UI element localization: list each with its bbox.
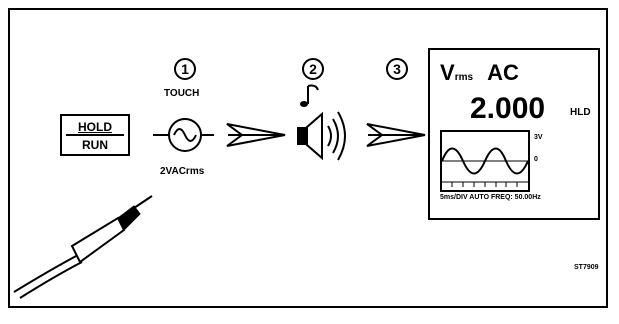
- touch-caption: TOUCH: [164, 88, 199, 99]
- test-probe-icon: [14, 196, 152, 298]
- reading-value: 2.000: [470, 92, 545, 126]
- hold-label: HOLD: [62, 120, 128, 134]
- step-1-number: 1: [174, 58, 196, 80]
- scope-trace: [442, 132, 528, 190]
- figure-code: ST7909: [574, 264, 599, 271]
- measurement-mode: AC: [487, 60, 519, 85]
- scope-window: [440, 130, 530, 192]
- step-2-number: 2: [302, 58, 324, 80]
- sine-wave-icon: [169, 119, 201, 151]
- signal-caption: 2VACrms: [160, 166, 204, 177]
- measurement-sub: rms: [455, 72, 473, 83]
- meter-display: Vrms AC 2.000 HLD 3V 0 5ms/DIV AUTO FREQ…: [428, 48, 600, 220]
- measurement-label: Vrms AC: [440, 60, 519, 86]
- scope-zero-scale: 0: [534, 156, 538, 163]
- music-note-icon: [300, 86, 318, 108]
- arrow-icon: [227, 124, 285, 146]
- measurement-main: V: [440, 60, 455, 85]
- hold-run-divider: [66, 134, 124, 136]
- run-label: RUN: [62, 138, 128, 152]
- step-3-number: 3: [386, 58, 408, 80]
- scope-footer: 5ms/DIV AUTO FREQ: 50.00Hz: [440, 194, 541, 201]
- scope-top-scale: 3V: [534, 134, 543, 141]
- speaker-icon: [297, 112, 345, 160]
- hold-indicator: HLD: [570, 107, 591, 118]
- arrow-icon: [367, 124, 425, 146]
